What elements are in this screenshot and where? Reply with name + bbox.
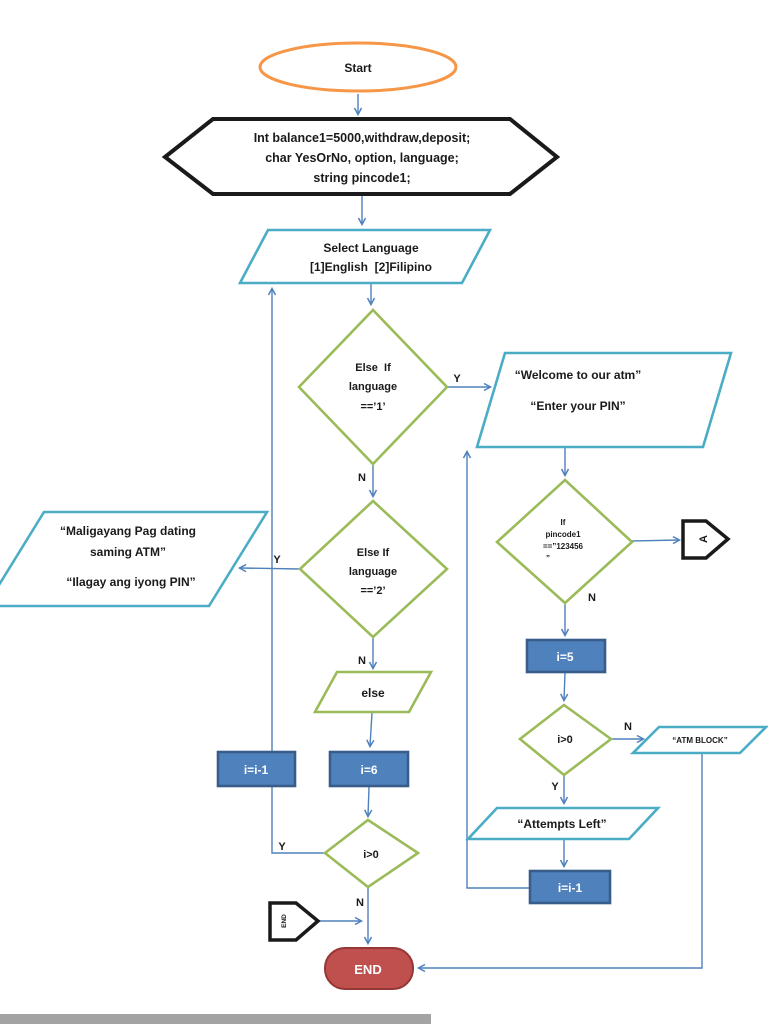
node-welcome-en: “Welcome to our atm” “Enter your PIN”	[475, 351, 733, 449]
edge-iflang2-welcomefil-yes	[237, 563, 301, 573]
branch-labels: Y N Y N N N Y Y N	[273, 373, 632, 909]
node-if-lang1: Else If language ==’1’	[297, 308, 449, 466]
welcome-en-line-1: “Welcome to our atm”	[515, 368, 641, 382]
end-terminator	[324, 947, 414, 990]
connector-a-label: A	[698, 535, 710, 543]
label-yes-iflang1: Y	[453, 373, 461, 385]
node-connector-end: END	[268, 901, 321, 942]
select-language-line-2: [1]English [2]Filipino	[310, 260, 432, 274]
declare-line-1: Int balance1=5000,withdraw,deposit;	[254, 131, 471, 145]
else-label: else	[361, 686, 385, 700]
node-connector-a: A	[681, 519, 731, 560]
edge-igt0left-select-loop-yes	[267, 286, 325, 854]
i-gt0-left-label: i>0	[363, 849, 379, 861]
if-lang2-diamond	[298, 499, 449, 639]
label-yes-igt0right: Y	[551, 781, 559, 793]
node-dec-i-left: i=i-1	[216, 750, 297, 788]
declare-line-2: char YesOrNo, option, language;	[265, 151, 459, 165]
node-end: END	[324, 947, 414, 990]
node-welcome-fil: “Maligayang Pag dating saming ATM” “Ilag…	[0, 510, 270, 608]
dec-i-right-label: i=i-1	[558, 881, 583, 895]
node-else: else	[312, 670, 434, 714]
edge-atmblock-end	[416, 754, 703, 973]
label-no-iflang2: N	[358, 655, 366, 667]
node-dec-i-right: i=i-1	[528, 869, 612, 905]
i-gt0-right-label: i>0	[557, 734, 573, 746]
welcome-en-parallelogram	[475, 351, 733, 449]
label-no-iflang1: N	[358, 472, 366, 484]
select-language-line-1: Select Language	[323, 241, 419, 255]
if-lang1-line-3: ==’1’	[360, 401, 385, 413]
if-pincode-line-2: pincode1	[545, 530, 581, 539]
label-no-ifpincode: N	[588, 592, 596, 604]
if-pincode-line-1: If	[561, 518, 566, 527]
welcome-fil-line-1: “Maligayang Pag dating	[60, 524, 196, 538]
set-i5-box	[525, 638, 607, 674]
connector-end-pentagon	[268, 901, 321, 942]
select-language-parallelogram	[237, 228, 493, 285]
edge-ifpincode-connectorA	[631, 535, 682, 545]
atm-block-label: “ATM BLOCK”	[672, 736, 727, 745]
node-declare: Int balance1=5000,withdraw,deposit; char…	[161, 117, 561, 196]
connector-end-label: END	[281, 914, 288, 928]
i-gt0-right-diamond	[517, 703, 614, 777]
attempts-left-parallelogram	[465, 806, 661, 841]
node-atm-block: “ATM BLOCK”	[629, 725, 768, 755]
node-if-lang2: Else If language ==’2’	[298, 499, 449, 639]
set-i5-label: i=5	[556, 650, 573, 664]
node-set-i5: i=5	[525, 638, 607, 674]
if-pincode-line-4: ”	[546, 554, 550, 563]
attempts-left-label: “Attempts Left”	[517, 817, 606, 831]
connector-a-pentagon	[681, 519, 731, 560]
node-attempts-left: “Attempts Left”	[465, 806, 661, 841]
start-label: Start	[344, 61, 371, 75]
dec-i-left-box	[216, 750, 297, 788]
label-yes-iflang2: Y	[273, 554, 281, 566]
dec-i-left-label: i=i-1	[244, 763, 269, 777]
if-lang2-line-3: ==’2’	[360, 585, 385, 597]
welcome-fil-line-2: saming ATM”	[90, 545, 166, 559]
if-pincode-diamond	[495, 478, 634, 605]
node-if-pincode: If pincode1 ==”123456 ”	[495, 478, 634, 605]
set-i6-box	[328, 750, 410, 788]
label-no-igt0right: N	[624, 721, 632, 733]
if-lang2-line-2: language	[349, 566, 397, 578]
edge-i6-igt0left	[364, 786, 373, 819]
edge-else-i6	[366, 712, 375, 749]
welcome-en-line-2: “Enter your PIN”	[530, 399, 625, 413]
else-parallelogram	[312, 670, 434, 714]
if-pincode-line-3: ==”123456	[543, 542, 584, 551]
declare-hexagon	[161, 117, 561, 196]
edges	[237, 94, 703, 973]
if-lang2-line-1: Else If	[357, 547, 390, 559]
if-lang1-line-2: language	[349, 381, 397, 393]
declare-line-3: string pincode1;	[313, 171, 410, 185]
welcome-fil-parallelogram	[0, 510, 270, 608]
node-i-gt0-left: i>0	[322, 818, 421, 889]
page-edge-strip	[0, 1014, 431, 1024]
node-set-i6: i=6	[328, 750, 410, 788]
if-lang1-diamond	[297, 308, 449, 466]
label-yes-igt0left: Y	[278, 841, 286, 853]
label-no-igt0left: N	[356, 897, 364, 909]
atm-block-parallelogram	[629, 725, 768, 755]
edge-deciright-welcome-loop	[462, 449, 530, 889]
node-i-gt0-right: i>0	[517, 703, 614, 777]
dec-i-right-box	[528, 869, 612, 905]
node-start: Start	[258, 41, 458, 93]
i-gt0-left-diamond	[322, 818, 421, 889]
welcome-fil-line-3: “Ilagay ang iyong PIN”	[66, 575, 195, 589]
start-oval	[258, 41, 458, 93]
set-i6-label: i=6	[360, 763, 377, 777]
if-lang1-line-1: Else If	[355, 362, 391, 374]
node-select-language: Select Language [1]English [2]Filipino	[237, 228, 493, 285]
end-label: END	[354, 962, 381, 977]
edge-i5-igt0right	[560, 672, 569, 703]
